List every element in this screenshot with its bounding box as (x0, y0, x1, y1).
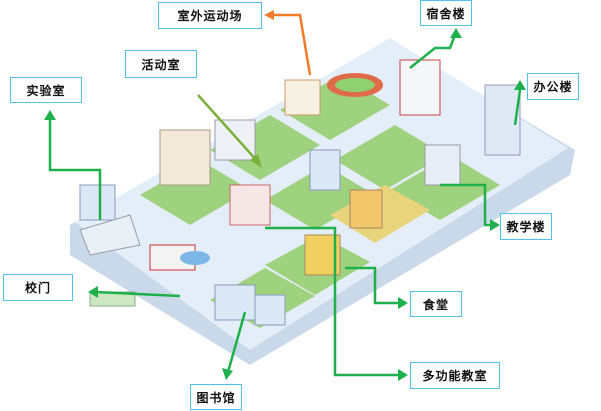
buildings (79, 59, 521, 326)
label-office: 办公楼 (527, 73, 579, 100)
label-teaching-building: 教学楼 (500, 213, 552, 240)
arrow-multimedia-room (265, 226, 400, 377)
arrow-canteen (345, 266, 400, 305)
arrow-activity-room (197, 94, 259, 163)
label-laboratory: 实验室 (10, 77, 82, 103)
label-activity-room: 活动室 (125, 50, 197, 78)
label-school-gate: 校门 (3, 274, 73, 301)
arrow-sports-field (268, 13, 312, 76)
label-canteen: 食堂 (410, 291, 462, 317)
arrow-office (513, 89, 522, 126)
arrow-library (226, 311, 247, 373)
arrow-dormitory (409, 34, 457, 69)
arrow-laboratory (48, 118, 102, 220)
arrow-school-gate (94, 290, 181, 298)
label-library: 图书馆 (190, 384, 242, 410)
label-multimedia-room: 多功能教室 (410, 362, 500, 389)
label-sports-field: 室外运动场 (158, 2, 262, 29)
label-dormitory: 宿舍楼 (420, 0, 472, 26)
